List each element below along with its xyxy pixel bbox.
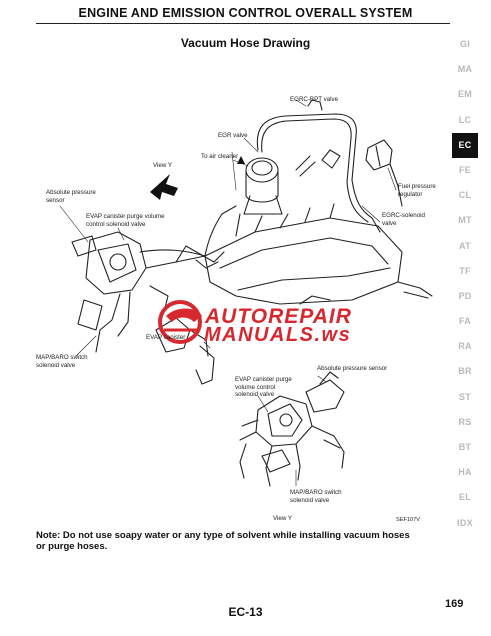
page-code: EC-13 [228,605,263,619]
label-view-y-bottom: View Y [273,515,293,522]
page-number: 169 [445,598,464,610]
section-tab-at[interactable]: AT [459,240,471,251]
section-tab-ha[interactable]: HA [458,467,472,478]
section-tab-em[interactable]: EM [457,89,473,100]
view-direction-arrow [150,174,178,200]
section-tab-gi[interactable]: GI [459,39,471,49]
watermark-line-1: AUTOREPAIR [205,305,352,328]
section-tab-st[interactable]: ST [458,391,472,402]
airflow-arrow [237,156,245,164]
section-tab-cl[interactable]: CL [458,190,472,201]
label-evap-canister: EVAP canister [146,334,186,341]
section-tab-ra[interactable]: RA [458,341,472,352]
label-view-y-top: View Y [153,162,173,169]
installation-note: Note: Do not use soapy water or any type… [36,530,410,552]
section-tab-fa[interactable]: FA [458,316,472,327]
section-tab-tf[interactable]: TF [459,265,471,276]
section-tab-mt[interactable]: MT [458,215,472,226]
section-tab-idx[interactable]: IDX [457,517,473,528]
label-egr-valve: EGR valve [218,132,248,139]
figure-code: SEF107V [396,517,420,523]
section-tabs: GI MA EM LC EC FE CL MT AT TF PD FA RA BR ST RS BT HA EL ID… [447,32,483,536]
section-tab-pd[interactable]: PD [458,290,472,301]
section-tab-bt[interactable]: BT [458,442,472,452]
section-tab-rs[interactable]: RS [458,416,472,427]
label-to-air-cleaner: To air cleaner [201,153,239,160]
section-tab-lc[interactable]: LC [458,114,472,125]
label-egrc-bpt-valve: EGRC-BPT valve [290,96,339,103]
section-tab-el[interactable]: EL [458,492,472,503]
header-divider [36,23,450,24]
section-tab-ma[interactable]: MA [457,64,473,75]
section-tab-ec[interactable]: EC [452,132,478,158]
label-absolute-pressure-sensor-detail: Absolute pressure sensor [317,365,388,372]
page-header-title: ENGINE AND EMISSION CONTROL OVERALL SYST… [78,6,413,20]
watermark-line-2: MANUALS.ws [204,324,352,346]
section-tab-fe[interactable]: FE [458,164,472,175]
section-title: Vacuum Hose Drawing [180,36,311,50]
watermark-logo [158,300,202,344]
section-tab-br[interactable]: BR [458,366,472,377]
